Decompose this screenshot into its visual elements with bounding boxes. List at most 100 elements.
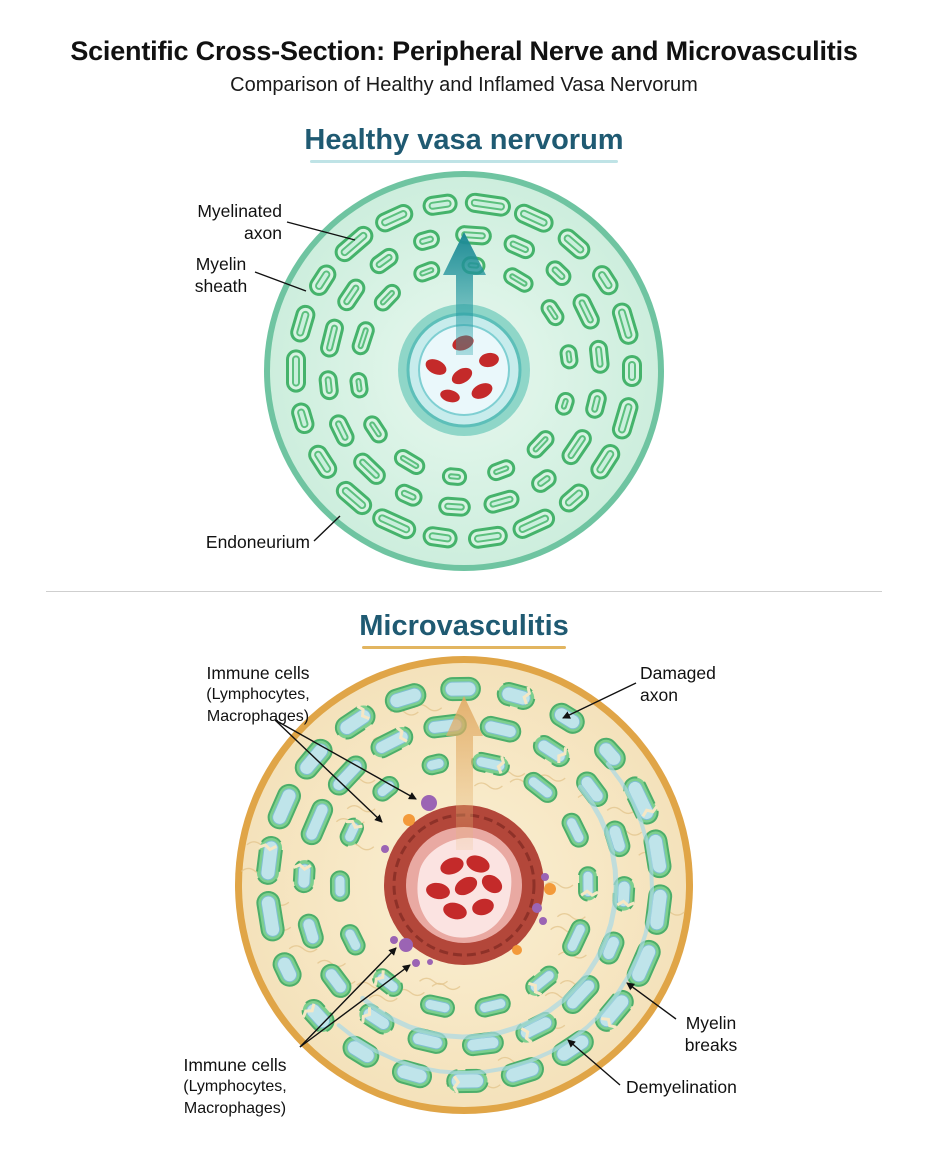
myelinated-axon xyxy=(611,302,639,345)
inflamed-nerve xyxy=(235,656,693,1114)
damaged-axon xyxy=(479,715,522,743)
microvasculitis-heading-underline xyxy=(362,646,566,649)
healthy-nerve xyxy=(264,171,664,571)
damaged-axon xyxy=(272,952,302,987)
damaged-axon xyxy=(446,1068,489,1094)
myelinated-axon xyxy=(611,397,639,440)
label-myelinated-axon: Myelinated axon xyxy=(164,200,282,244)
label-immune-bottom-line3: Macrophages) xyxy=(183,1100,287,1117)
damaged-axon xyxy=(525,965,560,997)
label-myelin-breaks-line1: Myelin xyxy=(685,1013,737,1033)
damaged-axon xyxy=(551,1029,594,1067)
immune-cell-cluster xyxy=(381,795,556,967)
myelinated-axon xyxy=(526,430,555,459)
myelinated-axon xyxy=(558,483,590,513)
label-immune-top-line3: Macrophages) xyxy=(206,708,310,725)
healthy-heading: Healthy vasa nervorum xyxy=(304,124,624,156)
myelinated-axon xyxy=(334,225,374,263)
myelinated-axon xyxy=(557,228,591,260)
immune-cell-lymphocyte xyxy=(390,936,398,944)
label-myelinated-axon-line1: Myelinated xyxy=(197,201,282,221)
healthy-heading-underline xyxy=(310,160,618,163)
leader-myelin-breaks xyxy=(626,982,677,1020)
red-blood-cell xyxy=(440,389,460,403)
myelinated-axon xyxy=(413,261,441,283)
myelinated-axon xyxy=(318,370,339,401)
page-title: Scientific Cross-Section: Peripheral Ner… xyxy=(70,36,858,66)
leader-immune-top-1 xyxy=(274,719,383,823)
myelinated-axon xyxy=(413,229,440,251)
myelinated-axon xyxy=(487,459,516,482)
endoneurial-fiber xyxy=(317,959,346,968)
myelinated-axon xyxy=(559,344,579,370)
inflamed-axon-group xyxy=(255,676,673,1094)
red-blood-cell xyxy=(440,857,464,875)
red-blood-cell xyxy=(425,359,447,375)
damaged-axon xyxy=(267,783,301,830)
myelinated-axon xyxy=(503,234,536,260)
red-blood-cell xyxy=(451,367,473,385)
myelinated-axon xyxy=(286,349,306,393)
immune-cell-lymphocyte xyxy=(421,795,437,811)
damaged-axon xyxy=(594,989,634,1032)
damaged-axon xyxy=(474,993,511,1018)
red-blood-cell xyxy=(471,383,493,399)
myelinated-axon xyxy=(464,192,511,217)
label-myelin-sheath-line1: Myelin xyxy=(195,254,247,274)
myelinated-axon xyxy=(308,444,338,479)
myelinated-axon xyxy=(561,429,592,466)
label-myelin-sheath-line2: sheath xyxy=(194,276,248,296)
damaged-axon xyxy=(256,891,285,942)
immune-cell-lymphocyte xyxy=(412,959,420,967)
label-immune-bottom-line1: Immune cells xyxy=(183,1055,287,1075)
damaged-axon xyxy=(576,771,609,807)
endoneurial-fiber xyxy=(288,945,318,953)
red-blood-cell xyxy=(454,876,478,896)
damaged-axon xyxy=(496,682,536,710)
endoneurial-fiber xyxy=(606,806,636,815)
damaged-axon xyxy=(623,776,659,825)
red-blood-cell xyxy=(472,898,494,916)
label-immune-cells-top: Immune cells (Lymphocytes, Macrophages) xyxy=(170,662,346,728)
red-blood-cell xyxy=(443,902,467,920)
damaged-axon xyxy=(372,968,404,997)
damaged-axon xyxy=(523,771,558,803)
red-blood-cell xyxy=(481,874,503,894)
myelinated-axon xyxy=(438,496,471,517)
damaged-axon xyxy=(577,866,599,902)
leader-lines xyxy=(254,221,677,1086)
inflamed-red-blood-cells xyxy=(426,855,503,920)
damaged-axon xyxy=(562,919,591,957)
damaged-axon xyxy=(292,859,316,894)
immune-cell-macrophage xyxy=(544,883,556,895)
myelinated-axon xyxy=(351,321,375,356)
immune-cell-lymphocyte xyxy=(381,845,389,853)
label-damaged-axon-line2: axon xyxy=(640,685,678,705)
endoneurial-fiber xyxy=(368,994,398,1002)
immune-cell-lymphocyte xyxy=(399,938,413,952)
label-damaged-axon-line1: Damaged xyxy=(640,663,716,683)
myelinated-axon xyxy=(483,489,520,514)
label-myelin-breaks: Myelin breaks xyxy=(666,1012,756,1056)
immune-cell-lymphocyte xyxy=(427,959,433,965)
myelinated-axon xyxy=(290,304,316,343)
leader-endoneurium xyxy=(313,515,341,542)
myelinated-axon xyxy=(513,203,554,233)
damaged-axon xyxy=(294,738,333,780)
myelinated-axon xyxy=(554,391,575,416)
red-blood-cell xyxy=(466,855,490,873)
myelinated-axon xyxy=(320,318,344,358)
label-immune-top-line2: (Lymphocytes, xyxy=(206,686,310,703)
myelinated-axon xyxy=(545,260,572,287)
damaged-axon xyxy=(339,924,366,956)
label-myelin-sheath: Myelin sheath xyxy=(176,253,266,297)
myelinated-axon xyxy=(372,508,417,540)
myelinated-axon xyxy=(531,469,557,493)
damaged-axon xyxy=(300,798,334,846)
myelinated-axon xyxy=(512,508,556,539)
endoneurial-fiber xyxy=(544,881,574,889)
label-immune-cells-bottom: Immune cells (Lymphocytes, Macrophages) xyxy=(160,1054,310,1120)
myelinated-axon xyxy=(335,480,373,516)
myelinated-axon xyxy=(422,193,458,216)
